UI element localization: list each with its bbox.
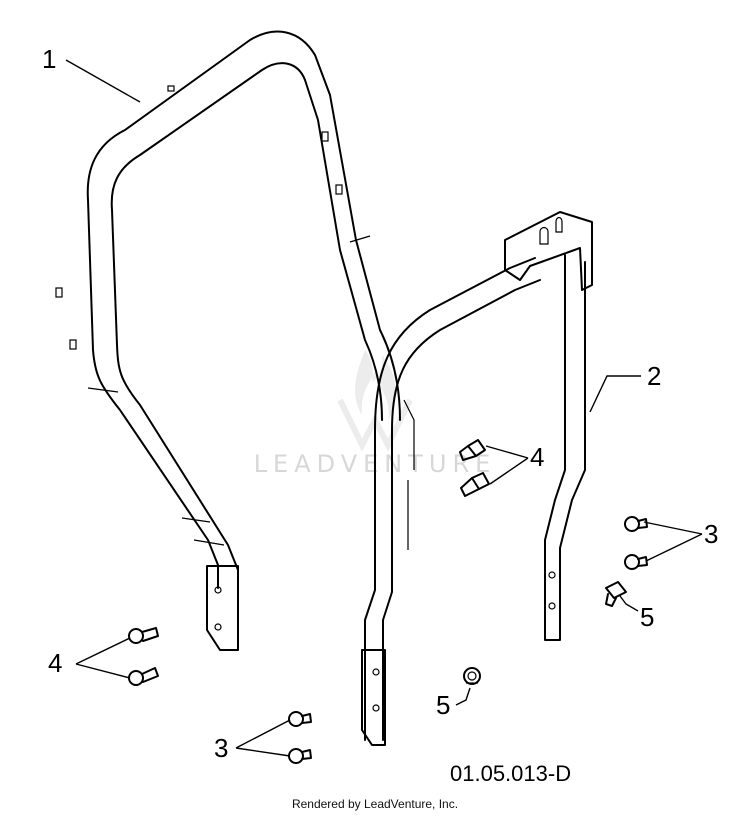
flange-bolt-5-center — [463, 667, 481, 685]
callout-4-right: 4 — [530, 442, 544, 472]
nut-3-lower-lower — [288, 748, 312, 764]
callouts: 1 2 4 3 5 4 5 3 — [42, 44, 718, 763]
callout-3-right: 3 — [704, 519, 718, 549]
leader-lines — [65, 59, 703, 757]
bolt-4-upper-right — [459, 439, 486, 461]
callout-4-left: 4 — [48, 648, 62, 678]
drawing-code: 01.05.013-D — [450, 761, 571, 786]
part-1-upper-hoop — [55, 30, 401, 651]
callout-1: 1 — [42, 44, 56, 74]
nut-3-right-lower — [624, 554, 648, 570]
callout-3-bottom: 3 — [214, 733, 228, 763]
callout-2: 2 — [647, 361, 661, 391]
nut-3-right-upper — [624, 516, 648, 532]
bolt-4-lower-right — [460, 472, 490, 497]
part-2-lower-frame — [361, 211, 593, 746]
watermark-text: LEADVENTURE — [254, 450, 497, 478]
flange-bolt-5-right — [605, 581, 627, 607]
nut-3-lower-upper — [288, 711, 312, 727]
footer-credit: Rendered by LeadVenture, Inc. — [292, 797, 458, 811]
bolt-4-lower-left — [128, 667, 159, 686]
bolt-4-upper-left — [128, 627, 159, 644]
callout-5-center: 5 — [436, 690, 450, 720]
callout-5-right: 5 — [640, 602, 654, 632]
